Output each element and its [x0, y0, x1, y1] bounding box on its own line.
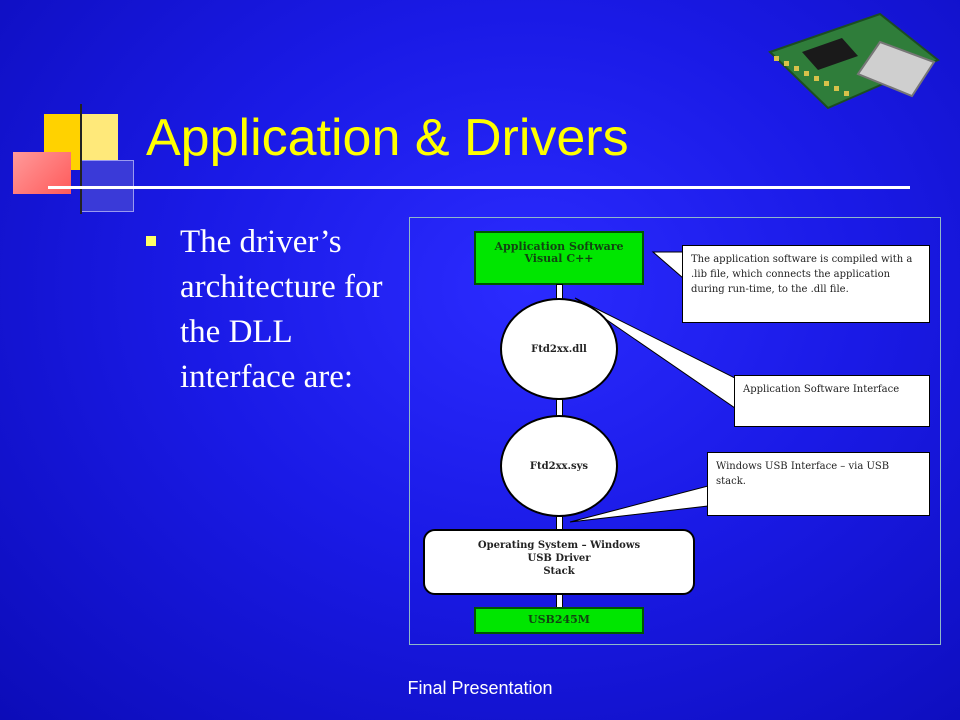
usb245m-box: USB245M [474, 607, 644, 634]
ftd2xx-dll-ellipse: Ftd2xx.dll [500, 298, 618, 400]
ftd2xx-sys-ellipse: Ftd2xx.sys [500, 415, 618, 517]
sys-label: Ftd2xx.sys [529, 460, 589, 472]
callout-api: Application Software Interface [734, 375, 930, 427]
callout-app-note-text: The application software is compiled wit… [691, 254, 913, 295]
operating-system-box: Operating System – Windows USB Driver St… [423, 529, 695, 595]
callout-usb-interface: Windows USB Interface – via USB stack. [707, 452, 930, 516]
usb-module-image [768, 12, 940, 110]
app-box-line2: Visual C++ [524, 252, 594, 265]
callout-api-text: Application Software Interface [743, 384, 900, 395]
bullet-text: The driver’s architecture for the DLL in… [180, 224, 383, 395]
title-underline [48, 186, 910, 189]
slide-footer: Final Presentation [407, 678, 553, 698]
callout-app-note: The application software is compiled wit… [682, 245, 930, 323]
callout-usb-interface-text: Windows USB Interface – via USB stack. [716, 461, 890, 487]
bullet-list: The driver’s architecture for the DLL in… [146, 220, 396, 400]
slide-title: Application & Drivers [146, 109, 629, 167]
callout-pointers [569, 251, 736, 523]
driver-architecture-diagram: Application Software Visual C++ Ftd2xx.d… [409, 217, 941, 645]
os-box-line2: USB Driver [527, 553, 591, 564]
application-software-box: Application Software Visual C++ [474, 231, 644, 285]
os-box-line3: Stack [543, 566, 575, 577]
usb-label: USB245M [528, 613, 590, 626]
dll-label: Ftd2xx.dll [531, 343, 587, 355]
os-box-line1: Operating System – Windows [477, 540, 641, 551]
decorative-squares [0, 0, 140, 215]
bullet-square-icon [146, 236, 156, 246]
app-box-line1: Application Software [494, 240, 624, 253]
